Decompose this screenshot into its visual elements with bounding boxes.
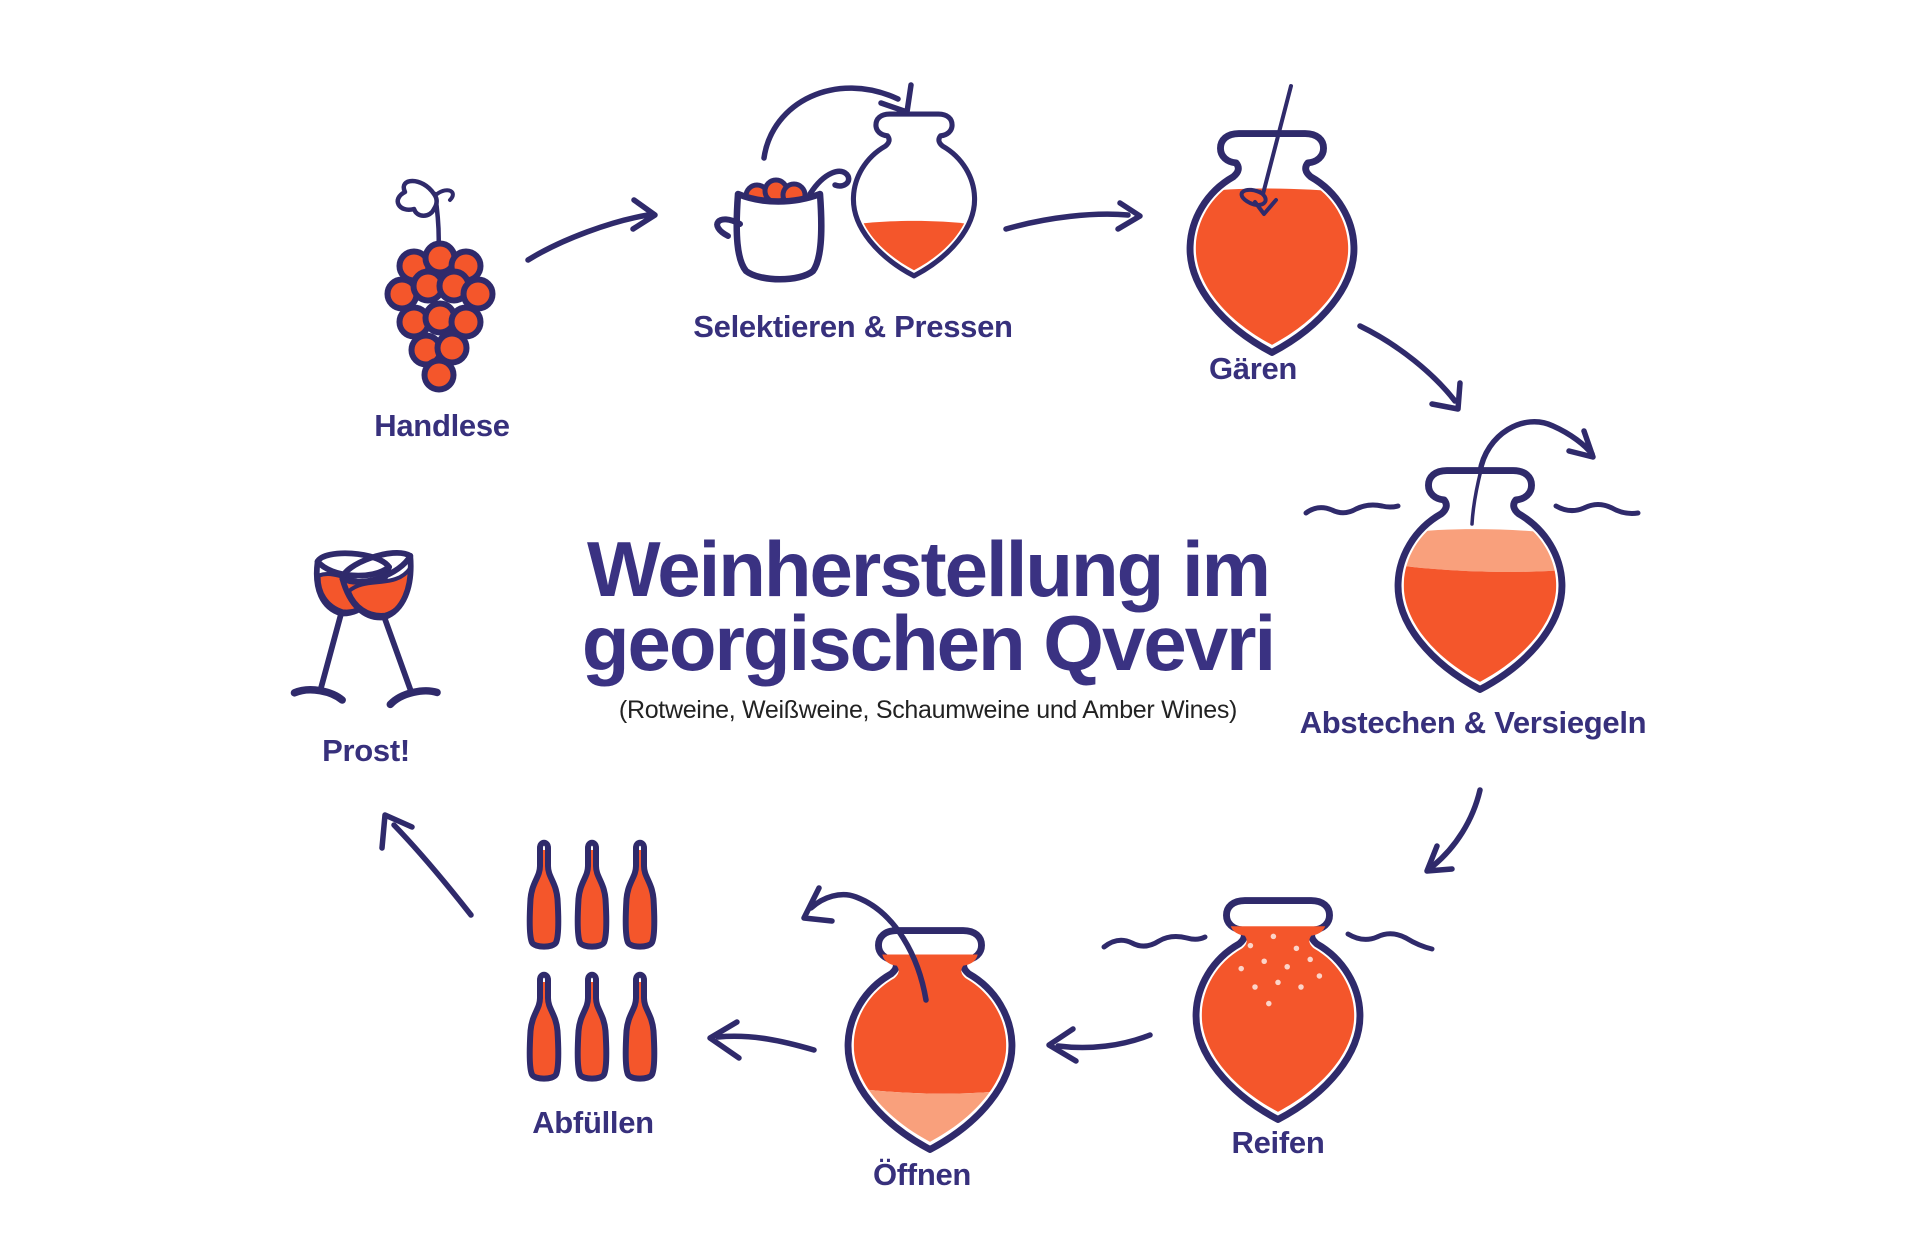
grape-bunch-icon bbox=[384, 178, 496, 393]
step-label-selektieren-pressen: Selektieren & Pressen bbox=[693, 309, 1013, 344]
qvevri-pressed-juice-icon bbox=[839, 114, 989, 287]
page-title-line1: Weinherstellung im bbox=[587, 525, 1271, 613]
arrow-reifen-to-oeffnen bbox=[1046, 1026, 1153, 1064]
arrow-abstechen-to-reifen bbox=[1424, 787, 1483, 874]
title-block: Weinherstellung im georgischen Qvevri (R… bbox=[581, 525, 1276, 725]
arrow-siphon-out bbox=[801, 885, 929, 1003]
grape-leaf-icon bbox=[395, 178, 439, 218]
step-label-abfuellen: Abfüllen bbox=[532, 1105, 654, 1140]
step-label-oeffnen: Öffnen bbox=[872, 1157, 972, 1192]
buried-qvevri-sealed-icon bbox=[1303, 419, 1641, 704]
qvevri-fermenting-icon bbox=[1171, 84, 1373, 367]
stirring-stick-icon bbox=[1239, 84, 1293, 216]
buried-qvevri-maturing-icon bbox=[1101, 901, 1435, 1138]
page-title-line2: georgischen Qvevri bbox=[581, 599, 1276, 687]
ground-line-right bbox=[1345, 931, 1435, 952]
step-label-handlese: Handlese bbox=[374, 408, 510, 443]
opened-qvevri-icon bbox=[801, 885, 1031, 1164]
seal-stick-icon bbox=[1470, 468, 1483, 526]
arrow-oeffnen-to-abfuellen bbox=[707, 1019, 817, 1061]
ground-line-left bbox=[1303, 502, 1401, 516]
harvest-pot-icon bbox=[714, 168, 852, 283]
step-label-abstechen-versiegeln: Abstechen & Versiegeln bbox=[1299, 705, 1647, 740]
page-subtitle: (Rotweine, Weißweine, Schaumweine und Am… bbox=[618, 696, 1238, 724]
wine-bottles-icon bbox=[524, 843, 660, 1086]
ground-line-left bbox=[1101, 934, 1208, 950]
ground-line-right bbox=[1553, 502, 1641, 516]
arrow-seal-loop bbox=[1477, 419, 1596, 475]
step-label-gaeren: Gären bbox=[1208, 351, 1298, 386]
step-label-prost: Prost! bbox=[322, 733, 410, 768]
arrow-abfuellen-to-prost bbox=[379, 812, 474, 918]
clinking-glasses-icon bbox=[290, 549, 441, 709]
arrow-handlese-to-selektieren bbox=[525, 197, 658, 263]
arrow-gaeren-to-abstechen bbox=[1357, 323, 1463, 412]
arrow-selektieren-to-gaeren bbox=[1003, 200, 1143, 232]
step-label-reifen: Reifen bbox=[1231, 1125, 1325, 1160]
